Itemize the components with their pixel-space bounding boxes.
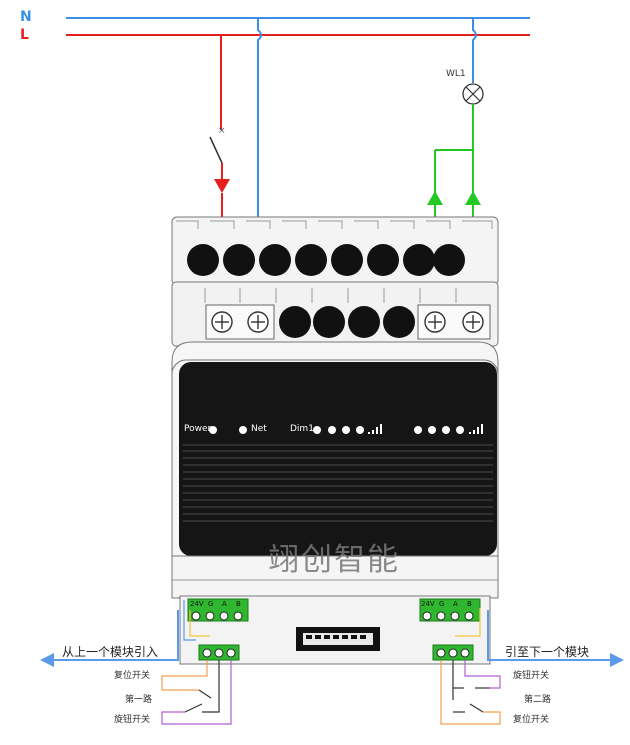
dim1-label: Dim1	[290, 424, 314, 434]
din-module	[171, 216, 499, 665]
terminal-right-b: B	[467, 600, 472, 608]
load-arrow-right	[465, 191, 481, 205]
left-channel-label: 第一路	[125, 695, 153, 705]
knob-wiring-right	[440, 660, 501, 725]
terminal-right-24v: 24V	[421, 600, 435, 608]
switch-mark: ×	[218, 126, 226, 136]
from-prev-module-label: 从上一个模块引入	[62, 645, 159, 659]
dim1-signal-icon	[368, 424, 382, 434]
right-knob-switch-label: 旋钮开关	[513, 671, 550, 681]
lamp-label: WL1	[446, 69, 466, 79]
load-arrow-left	[427, 191, 443, 205]
live-label: L	[20, 27, 29, 43]
left-reset-switch-label: 复位开关	[114, 671, 151, 681]
left-knob-switch-label: 旋钮开关	[114, 715, 151, 725]
neutral-label: N	[20, 9, 32, 25]
right-channel-label: 第二路	[524, 695, 552, 705]
net-label: Net	[251, 424, 267, 434]
lamp-wl1-symbol	[462, 83, 484, 105]
power-label: Power	[184, 424, 212, 434]
dip-switch	[296, 627, 380, 651]
power-led	[209, 426, 217, 434]
arrow-to-next	[610, 653, 624, 667]
arrow-from-prev	[40, 653, 54, 667]
lamp-neutral-wire	[472, 18, 477, 83]
brand-watermark: 翊创智能	[268, 542, 400, 578]
to-next-module-label: 引至下一个模块	[505, 645, 590, 659]
terminal-right-g: G	[439, 600, 445, 608]
terminal-left-b: B	[236, 600, 241, 608]
right-reset-switch-label: 复位开关	[513, 715, 550, 725]
neutral-drop-wire	[257, 18, 262, 320]
dim2-signal-icon	[469, 424, 483, 434]
bus-wires	[48, 600, 614, 661]
terminal-right-a: A	[453, 600, 458, 608]
terminal-left-g: G	[208, 600, 214, 608]
terminal-left-a: A	[222, 600, 227, 608]
net-led	[239, 426, 247, 434]
bus-terminal-left	[187, 598, 249, 622]
knob-wiring-left	[161, 660, 232, 725]
terminal-left-24v: 24V	[190, 600, 204, 608]
front-panel	[179, 362, 497, 556]
